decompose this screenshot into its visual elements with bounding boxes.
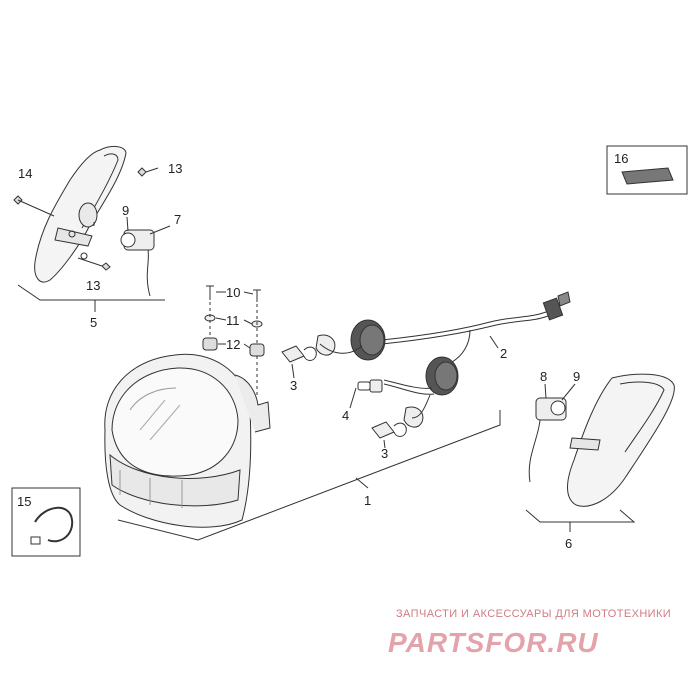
callout-13b: 13 bbox=[86, 278, 100, 293]
screw-13-top-icon bbox=[137, 167, 159, 177]
callout-4: 4 bbox=[342, 408, 349, 423]
screw-13-bottom-icon bbox=[77, 257, 111, 271]
bulb-socket-8-9-icon bbox=[528, 383, 576, 483]
bulb-holder-upper-icon bbox=[315, 334, 336, 356]
callout-3b: 3 bbox=[381, 446, 388, 461]
callout-11: 11 bbox=[226, 313, 240, 328]
left-indicator-assembly bbox=[13, 145, 171, 312]
callout-8: 8 bbox=[540, 369, 547, 384]
screws-10-11-12-icon bbox=[202, 285, 265, 398]
headlight-assembly bbox=[104, 353, 501, 541]
callout-16: 16 bbox=[614, 151, 628, 166]
callout-15: 15 bbox=[17, 494, 31, 509]
bulb-4-icon bbox=[349, 379, 383, 409]
right-indicator-assembly bbox=[525, 373, 675, 532]
callout-14: 14 bbox=[18, 166, 32, 181]
callout-2: 2 bbox=[500, 346, 507, 361]
part-15-box bbox=[11, 487, 81, 557]
callout-3a: 3 bbox=[290, 378, 297, 393]
watermark: ЗАПЧАСТИ И АКСЕССУАРЫ ДЛЯ МОТОТЕХНИКИ PA… bbox=[388, 608, 671, 658]
callout-10: 10 bbox=[226, 285, 240, 300]
watermark-tagline: ЗАПЧАСТИ И АКСЕССУАРЫ ДЛЯ МОТОТЕХНИКИ bbox=[396, 608, 671, 620]
watermark-logo: PARTSFOR.RU bbox=[388, 627, 599, 658]
callout-13a: 13 bbox=[168, 161, 182, 176]
connector-icon bbox=[542, 291, 571, 321]
bulb-socket-7-9-icon bbox=[120, 216, 171, 297]
bulb-holder-lower-icon bbox=[403, 406, 424, 428]
part-16-box bbox=[606, 145, 688, 195]
callout-12: 12 bbox=[226, 337, 240, 352]
callout-5: 5 bbox=[90, 315, 97, 330]
wiring-harness bbox=[319, 291, 571, 419]
callout-9b: 9 bbox=[573, 369, 580, 384]
callout-6: 6 bbox=[565, 536, 572, 551]
bulb-3-upper-icon bbox=[281, 345, 317, 379]
callout-1: 1 bbox=[364, 493, 371, 508]
screw-14-icon bbox=[13, 195, 55, 217]
bulb-3-lower-icon bbox=[371, 421, 407, 449]
callout-7: 7 bbox=[174, 212, 181, 227]
callout-9a: 9 bbox=[122, 203, 129, 218]
